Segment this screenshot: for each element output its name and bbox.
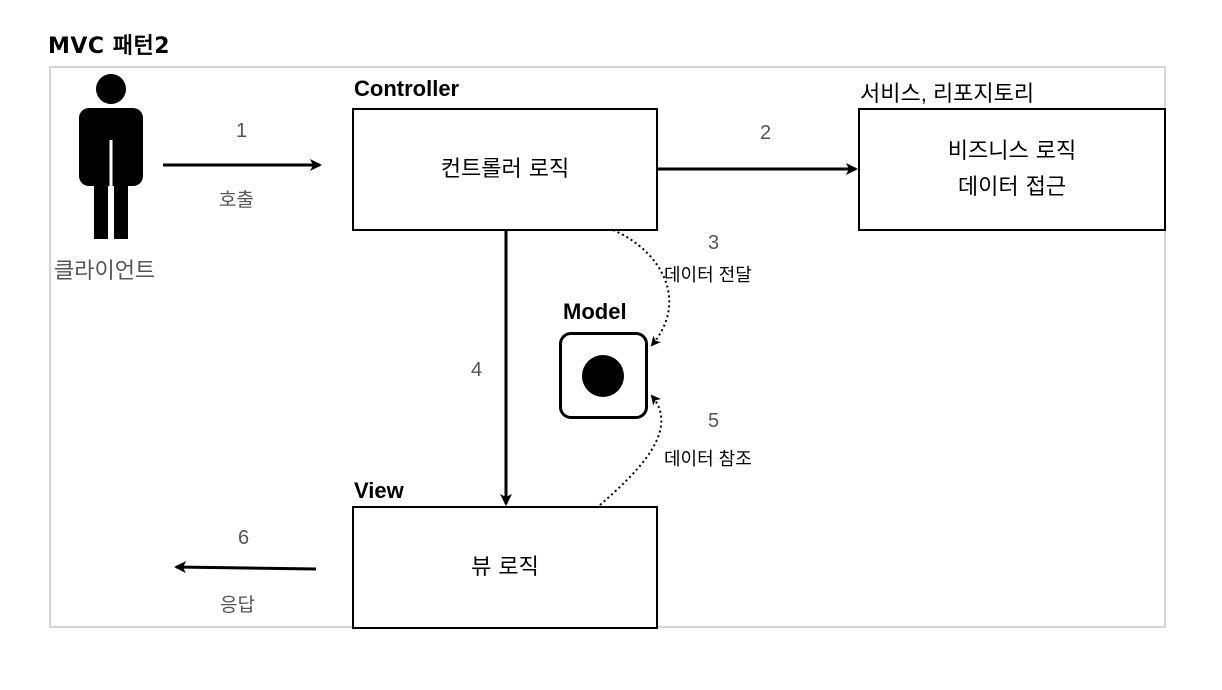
- step-3-label: 데이터 전달: [664, 265, 752, 285]
- step-1-label: 호출: [219, 190, 254, 211]
- step-4-number: 4: [471, 359, 483, 381]
- data-access-text: 데이터 접근: [957, 174, 1067, 200]
- step-5-label: 데이터 참조: [664, 449, 752, 469]
- client-label: 클라이언트: [54, 258, 156, 283]
- business-logic-text: 비즈니스 로직: [947, 138, 1077, 164]
- model-title: Model: [563, 299, 627, 324]
- step-6-number: 6: [238, 527, 250, 549]
- arrow-reference-data: [599, 394, 663, 506]
- person-icon: [79, 74, 143, 239]
- page-title: MVC 패턴2: [48, 34, 171, 59]
- controller-logic: 컨트롤러 로직: [440, 156, 570, 182]
- controller-title: Controller: [354, 76, 460, 101]
- step-6-label: 응답: [220, 595, 255, 616]
- step-2-number: 2: [760, 122, 772, 144]
- arrow-pass-data: [612, 229, 671, 347]
- view-box: 뷰 로직: [352, 506, 658, 629]
- step-3-number: 3: [708, 232, 720, 254]
- view-logic: 뷰 로직: [471, 554, 539, 580]
- step-5-number: 5: [708, 410, 720, 432]
- controller-box: 컨트롤러 로직: [352, 108, 658, 231]
- service-box: 비즈니스 로직 데이터 접근: [858, 108, 1166, 231]
- model-dot-icon: [582, 355, 624, 397]
- view-title: View: [354, 478, 404, 503]
- service-title: 서비스, 리포지토리: [860, 81, 1035, 106]
- model-box: [559, 332, 648, 419]
- step-1-number: 1: [236, 120, 248, 142]
- arrow-response: [174, 561, 317, 574]
